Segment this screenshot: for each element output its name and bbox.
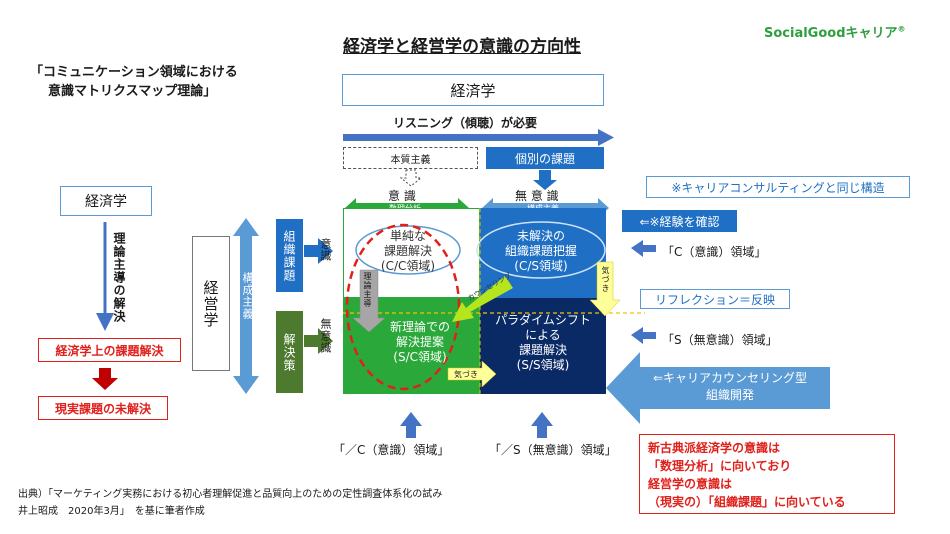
cs-line3: (C/S領域) — [514, 259, 568, 273]
bottom-c-domain-label: 「／C（意識）領域」 — [333, 443, 450, 457]
listening-label: リスニング（傾聴）が必要 — [393, 116, 538, 130]
bottom-c-up-arrow — [400, 412, 422, 438]
bottom-s-domain-label: 「／S（無意識）領域」 — [489, 443, 617, 457]
org-issue-arrow — [304, 238, 333, 264]
source-line2: 井上昭成 2020年3月」 を基に筆者作成 — [18, 506, 205, 517]
page-title: 経済学と経営学の意識の方向性 — [343, 37, 581, 57]
s-domain-left-arrow — [631, 327, 656, 344]
management-label: 経営学 — [201, 279, 220, 328]
management-vertical-arrow — [233, 218, 259, 394]
cs-text: 未解決の 組織課題把握 (C/S領域) — [484, 229, 598, 274]
econ-solution-label: 経済学上の課題解決 — [55, 343, 164, 358]
career-consulting-note-text: ※キャリアコンサルティングと同じ構造 — [671, 180, 885, 195]
cc-line2: 課題解決 — [383, 244, 432, 258]
theory-led-arrow-label: 理論主導 — [363, 272, 372, 308]
quadrant-ss — [480, 298, 606, 394]
counseling-diagonal-arrow — [452, 276, 513, 322]
org-conscious-label: 意識 — [319, 238, 332, 262]
theory-led-down-arrow — [352, 269, 386, 333]
red-note-line2: 「数理分析」に向いており — [648, 459, 792, 473]
brand-logo: SocialGoodキャリア® — [764, 22, 906, 41]
listening-arrow-shaft — [343, 134, 598, 141]
top-economics-box: 経済学 — [342, 74, 604, 106]
counseling-big-arrow — [606, 352, 830, 424]
ss-line4: (S/S領域) — [516, 358, 570, 372]
red-note-line3: 経営学の意識は — [648, 477, 733, 491]
red-note-line1: 新古典派経済学の意識は — [648, 441, 781, 455]
essentialism-label: 本質主義 — [390, 154, 431, 166]
ss-line3: 課題解決 — [518, 343, 567, 357]
red-dashed-ellipse — [345, 223, 461, 391]
top-economics-label: 経済学 — [450, 81, 496, 100]
real-unsolved-label: 現実課題の未解決 — [54, 401, 151, 416]
awareness-label-2: 気づき — [454, 370, 478, 379]
registered-mark: ® — [897, 24, 906, 34]
individual-issue-arrow — [533, 170, 557, 190]
theory-led-solution-label: 理論主導の解決 — [112, 232, 126, 323]
listening-arrow-head — [598, 129, 614, 146]
essentialism-arrow — [399, 169, 423, 187]
conscious-col-head: 意 識 — [388, 189, 416, 203]
sc-text: 新理論での 解決提案 (S/C領域) — [365, 320, 475, 365]
management-constructivism-label: 構成主義 — [241, 272, 254, 320]
cs-line2: 組織課題把握 — [504, 244, 577, 258]
sc-line3: (S/C領域) — [393, 350, 447, 364]
sc-line1: 新理論での — [389, 320, 450, 334]
individual-issue-label: 個別の課題 — [514, 151, 575, 166]
solution-arrow — [304, 328, 333, 354]
org-issue-box: 組織課題 — [276, 219, 303, 292]
right-c-domain-label: 「C（意識）領域」 — [662, 245, 767, 259]
cc-text: 単純な 課題解決 (C/C領域) — [356, 229, 460, 274]
subtitle-line1: 「コミュニケーション領域における — [30, 65, 238, 80]
econ-solution-box: 経済学上の課題解決 — [38, 338, 181, 362]
left-economics-box: 経済学 — [60, 186, 152, 216]
red-down-arrow — [92, 368, 118, 390]
solution-label: 解決策 — [282, 332, 296, 372]
red-note-line4: （現実の）「組織課題」に向いている — [648, 495, 846, 509]
c-domain-left-arrow — [631, 240, 656, 257]
org-issue-label: 組織課題 — [282, 229, 296, 282]
cc-line1: 単純な — [389, 229, 426, 243]
awareness-right-arrow — [447, 360, 497, 388]
essentialism-box: 本質主義 — [343, 147, 478, 169]
confirm-experience-label: ⇐※経験を確認 — [639, 214, 720, 229]
awareness-down-arrow — [589, 261, 621, 317]
counseling-line1: ⇐キャリアカウンセリング型 — [652, 371, 808, 385]
unconscious-col-head: 無 意 識 — [515, 189, 559, 203]
solution-unconscious-label: 無意識 — [319, 318, 332, 354]
awareness-label-1: 気づき — [601, 266, 610, 293]
reflection-box: リフレクション＝反映 — [640, 289, 790, 309]
right-s-domain-label: 「S（無意識）領域」 — [662, 333, 778, 347]
real-unsolved-box: 現実課題の未解決 — [38, 396, 168, 420]
left-economics-label: 経済学 — [85, 194, 127, 210]
cs-line1: 未解決の — [516, 229, 565, 243]
ss-text: パラダイムシフト による 課題解決 (S/S領域) — [484, 313, 602, 373]
reflection-label: リフレクション＝反映 — [654, 292, 775, 307]
confirm-experience-box: ⇐※経験を確認 — [622, 210, 737, 232]
sc-line2: 解決提案 — [395, 335, 444, 349]
brand-name: SocialGoodキャリア — [764, 26, 898, 41]
solution-box: 解決策 — [276, 311, 303, 393]
management-box: 経営学 — [192, 236, 230, 371]
counseling-arrow-text: ⇐キャリアカウンセリング型 組織開発 — [634, 370, 826, 404]
ss-line1: パラダイムシフト — [495, 313, 591, 327]
source-line1: 出典）「マーケティング実務における初心者理解促進と品質向上のための定性調査体系化… — [18, 489, 443, 500]
cc-line3: (C/C領域) — [380, 259, 436, 273]
bottom-s-up-arrow — [531, 412, 553, 438]
career-consulting-note: ※キャリアコンサルティングと同じ構造 — [646, 176, 910, 198]
cs-ellipse — [476, 221, 606, 279]
ss-line2: による — [525, 328, 561, 342]
red-note-box: 新古典派経済学の意識は 「数理分析」に向いており 経営学の意識は （現実の）「組… — [639, 434, 895, 514]
individual-issue-box: 個別の課題 — [486, 147, 604, 169]
counseling-line2: 組織開発 — [705, 388, 754, 402]
subtitle-line2: 意識マトリクスマップ理論」 — [48, 84, 217, 99]
